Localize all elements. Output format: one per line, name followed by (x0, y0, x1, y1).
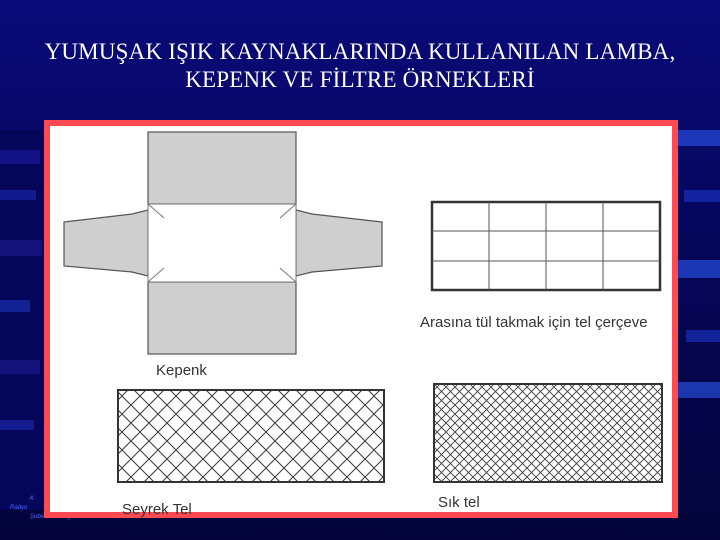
slide-title: YUMUŞAK IŞIK KAYNAKLARINDA KULLANILAN LA… (0, 38, 720, 94)
title-line-1: YUMUŞAK IŞIK KAYNAKLARINDA KULLANILAN LA… (44, 39, 676, 64)
kepenk-label: Kepenk (156, 362, 207, 379)
kepenk-opening (147, 203, 297, 283)
diagram-figure: Kepenk Arasına tül takmak için tel çerçe… (44, 120, 678, 518)
kepenk-diagram (63, 131, 383, 355)
wire-frame-grid (430, 200, 662, 292)
footer-line-1: K (30, 496, 35, 502)
kepenk-right-flap (295, 209, 383, 277)
kepenk-bottom-flap (147, 281, 297, 355)
kepenk-left-flap (63, 209, 149, 277)
left-decoration (0, 130, 44, 510)
kepenk-top-flap (147, 131, 297, 205)
footer-line-2: Radyo (10, 505, 28, 511)
diagram-svg (63, 131, 663, 483)
title-line-2: KEPENK VE FİLTRE ÖRNEKLERİ (185, 67, 535, 92)
dense-wire-label: Sık tel (438, 494, 480, 511)
frame-label: Arasına tül takmak için tel çerçeve (420, 314, 648, 331)
sparse-wire-label: Seyrek Tel (122, 501, 192, 518)
dense-wire-mesh (433, 383, 663, 483)
right-decoration (678, 130, 720, 398)
sparse-wire-mesh (117, 389, 385, 483)
